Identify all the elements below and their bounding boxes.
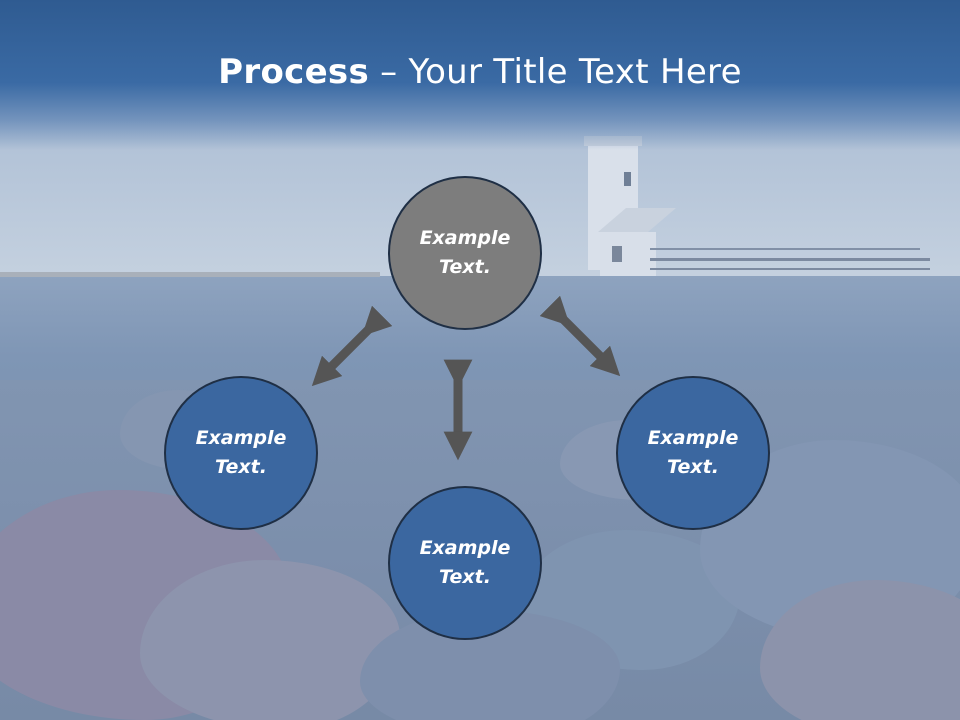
title-bar	[0, 0, 960, 150]
process-node-right[interactable]: Example Text.	[616, 376, 770, 530]
process-node-top[interactable]: Example Text.	[388, 176, 542, 330]
arrow-top-left	[311, 305, 393, 387]
arrow-top-right	[539, 295, 621, 377]
process-node-left[interactable]: Example Text.	[164, 376, 318, 530]
process-node-bottom[interactable]: Example Text.	[388, 486, 542, 640]
title-rest: – Your Title Text Here	[369, 52, 742, 92]
slide-title[interactable]: Process – Your Title Text Here	[0, 52, 960, 92]
title-bold: Process	[218, 52, 370, 92]
